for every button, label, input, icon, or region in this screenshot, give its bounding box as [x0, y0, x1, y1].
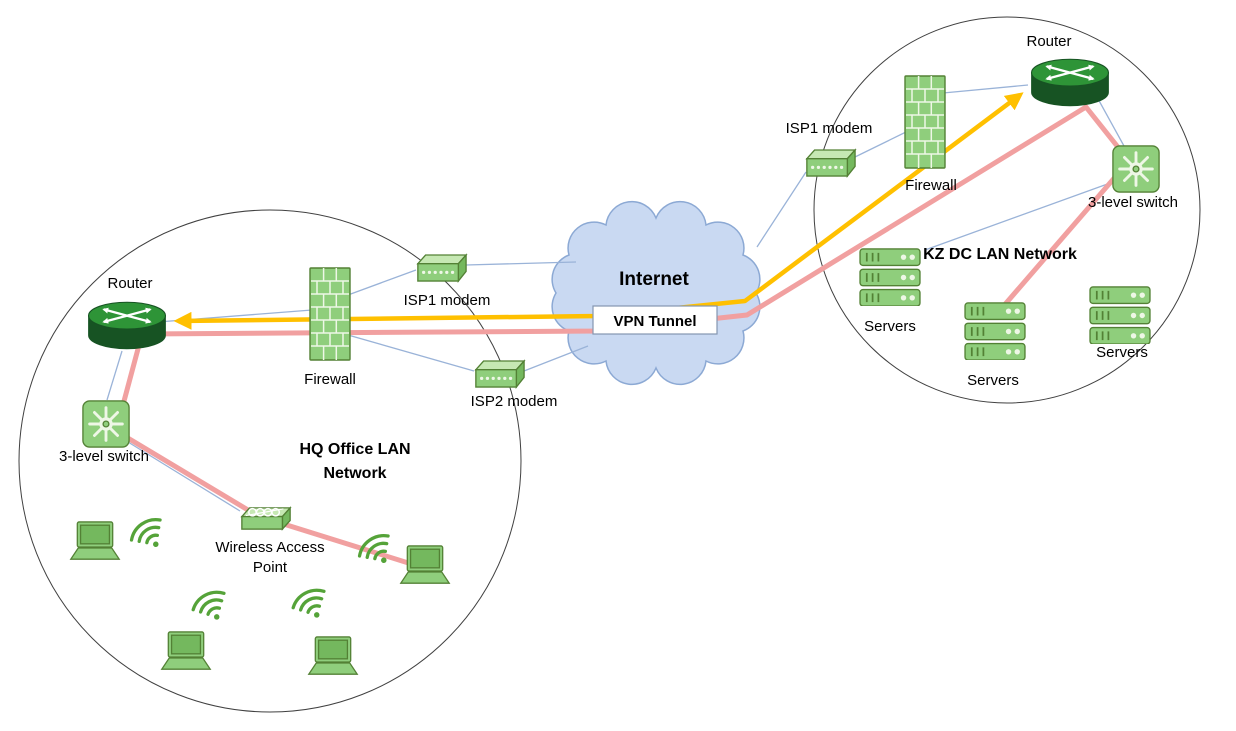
link-isp2-left-cloud [523, 345, 589, 372]
servers-a-label: Servers [864, 318, 916, 335]
dc-zone-title: KZ DC LAN Network [923, 246, 1077, 263]
router-right-label: Router [1026, 33, 1071, 50]
link-firewall-router-right [942, 84, 1029, 94]
internet-cloud [551, 200, 761, 386]
wireless-access-point-icon [241, 507, 291, 530]
vpn-tunnel-label: VPN Tunnel [592, 305, 718, 335]
switch-right-icon [1111, 144, 1161, 194]
router-left-label: Router [107, 275, 152, 292]
switch-left-icon [81, 399, 131, 449]
servers-b-label: Servers [967, 372, 1019, 389]
servers-c-label: Servers [1096, 344, 1148, 361]
laptop-icon [400, 545, 450, 584]
firewall-left-label: Firewall [304, 371, 356, 388]
firewall-left-icon [309, 267, 351, 361]
link-firewall-isp2-left [347, 334, 475, 372]
isp1-modem-left-icon [417, 254, 467, 282]
link-router-switch-right [1096, 96, 1125, 147]
switch-right-label: 3-level switch [1088, 194, 1178, 211]
vpn-tunnel-label-box [592, 305, 718, 335]
firewall-right-label: Firewall [905, 177, 957, 194]
servers-icon [859, 248, 921, 306]
internet-label: Internet [619, 269, 689, 290]
isp2-modem-label: ISP2 modem [471, 393, 558, 410]
link-switch-wap [127, 441, 241, 512]
router-left-icon [89, 302, 166, 348]
isp1-modem-right-icon [806, 149, 856, 177]
wap-label-line1: Wireless Access [215, 539, 324, 556]
firewall-right-icon [904, 75, 946, 169]
laptop-icon [308, 636, 358, 675]
isp2-modem-icon [475, 360, 525, 388]
wap-label-line2: Point [253, 559, 288, 576]
hq-zone-title-line1: HQ Office LAN [299, 441, 410, 458]
laptop-icon [161, 631, 211, 670]
hq-zone-title-line2: Network [323, 465, 386, 482]
servers-icon [1089, 286, 1151, 344]
router-right-icon [1032, 59, 1109, 105]
isp1-modem-right-label: ISP1 modem [786, 120, 873, 137]
servers-icon [964, 302, 1026, 360]
link-router-switch-left [106, 350, 123, 401]
laptop-icon [70, 521, 120, 560]
switch-left-label: 3-level switch [59, 448, 149, 465]
vpn-tunnel-label-text: VPN Tunnel [613, 313, 696, 330]
isp1-modem-left-label: ISP1 modem [404, 292, 491, 309]
